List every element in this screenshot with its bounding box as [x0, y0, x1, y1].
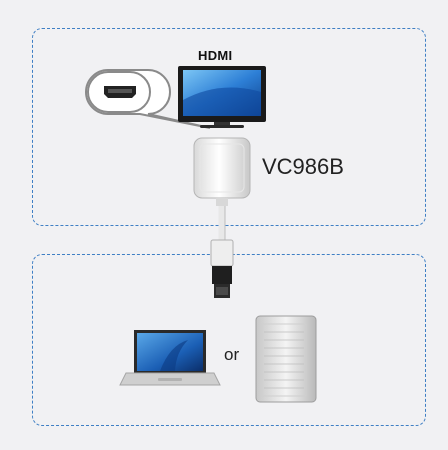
displayport-plug-icon: [210, 239, 234, 298]
laptop-icon: [119, 330, 221, 386]
tv-monitor-icon: [178, 66, 266, 128]
or-label: or: [224, 345, 240, 364]
display-zone: [32, 28, 426, 226]
hdmi-port-callout: [85, 69, 211, 129]
desktop-tower-icon: [255, 315, 317, 403]
adapter-icon: [193, 137, 251, 206]
hdmi-label: HDMI: [198, 48, 233, 63]
model-label: VC986B: [262, 154, 344, 179]
hdmi-port-icon: [104, 86, 136, 98]
